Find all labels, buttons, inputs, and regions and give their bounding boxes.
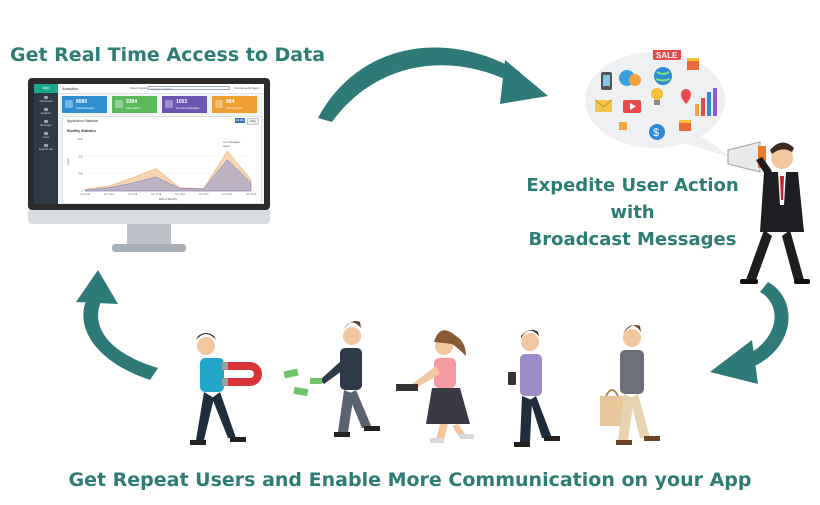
stat-card-users-inactive[interactable]: 884 Users Inactive bbox=[212, 96, 257, 113]
stat-card-users-active[interactable]: 9394 Users Active bbox=[112, 96, 157, 113]
y-axis-label: Count bbox=[66, 158, 70, 165]
arrow-top-curve bbox=[318, 47, 548, 122]
smartphone-icon bbox=[601, 72, 612, 90]
users-icon bbox=[215, 100, 223, 108]
lightbulb-icon bbox=[651, 88, 663, 105]
monitor-stand-neck bbox=[127, 224, 171, 246]
y-tick-label: 1200 bbox=[77, 137, 83, 141]
x-tick-label: Aug 2018 bbox=[80, 193, 91, 196]
chat-icon bbox=[619, 70, 641, 86]
stat-value: 8080 bbox=[76, 99, 88, 105]
monitor-chin bbox=[28, 210, 270, 224]
stat-label: Live Sent Messages bbox=[176, 107, 200, 110]
chat-icon bbox=[165, 100, 173, 108]
sidebar-item-support[interactable]: Support Lab bbox=[34, 144, 58, 151]
stat-card-total-messages[interactable]: 8080 Total Messages bbox=[62, 96, 107, 113]
x-tick-label: Sep 2018 bbox=[104, 193, 115, 196]
dashboard-sidebar: logo Dashboard Analytics Messages Users … bbox=[34, 84, 58, 204]
topbar-user[interactable]: Username Ad Agent bbox=[234, 86, 259, 90]
shop-icon bbox=[687, 58, 699, 70]
sidebar-item-label: Analytics bbox=[40, 112, 52, 115]
dollar-coin-icon: $ bbox=[649, 124, 665, 140]
location-pin-icon bbox=[681, 89, 691, 104]
x-tick-label: Mar 2019 bbox=[246, 193, 257, 196]
bell-icon bbox=[619, 122, 627, 130]
sale-tag-icon: SALE bbox=[653, 50, 681, 60]
stat-label: Total Messages bbox=[76, 107, 95, 110]
svg-text:$: $ bbox=[653, 127, 659, 139]
x-tick-label: Nov 2018 bbox=[151, 193, 162, 196]
arrow-left-curve bbox=[76, 270, 158, 380]
stat-value: 1053 bbox=[176, 99, 188, 105]
sidebar-item-label: Users bbox=[42, 136, 50, 139]
sidebar-item-messages[interactable]: Messages bbox=[34, 120, 58, 127]
bar-chart-icon bbox=[695, 88, 717, 116]
stat-value: 884 bbox=[226, 99, 235, 105]
panel-title: Application Statistics bbox=[67, 119, 99, 123]
monitor-stand-foot bbox=[112, 244, 186, 252]
dashboard-screen: logo Dashboard Analytics Messages Users … bbox=[34, 84, 264, 204]
sidebar-item-label: Support Lab bbox=[38, 148, 54, 151]
chat-icon bbox=[65, 100, 73, 108]
video-play-icon bbox=[623, 100, 641, 113]
daily-button[interactable]: Daily bbox=[247, 118, 259, 125]
y-tick-label: 0 bbox=[82, 189, 84, 193]
users-icon bbox=[115, 100, 123, 108]
panel-subtitle: Monthly Statistics bbox=[67, 129, 97, 133]
sidebar-item-label: Dashboard bbox=[39, 100, 53, 103]
support-icon bbox=[44, 144, 48, 147]
stat-value: 9394 bbox=[126, 99, 138, 105]
heading-real-time-access: Get Real Time Access to Data bbox=[10, 44, 326, 66]
topbar-title: Analytics bbox=[62, 86, 79, 91]
heading-line-3: Broadcast Messages bbox=[528, 229, 737, 250]
statistics-panel: Application Statistics Monthly Daily Mon… bbox=[62, 116, 262, 204]
mail-icon bbox=[594, 99, 613, 112]
x-axis-label: Date of Monthly bbox=[159, 197, 178, 201]
monitor-frame: logo Dashboard Analytics Messages Users … bbox=[28, 78, 270, 210]
users-icon bbox=[44, 132, 48, 135]
sidebar-item-users[interactable]: Users bbox=[34, 132, 58, 139]
stat-card-live-sent[interactable]: 1053 Live Sent Messages bbox=[162, 96, 207, 113]
desktop-monitor: logo Dashboard Analytics Messages Users … bbox=[28, 78, 270, 256]
y-tick-label: 400 bbox=[79, 172, 84, 176]
x-tick-label: Feb 2019 bbox=[222, 193, 233, 196]
legend-entry: Live Messages bbox=[223, 140, 241, 144]
stat-label: Users Inactive bbox=[226, 107, 243, 110]
legend-entry: Users bbox=[223, 144, 230, 148]
shop-icon bbox=[679, 120, 691, 131]
heading-line-2: with bbox=[610, 202, 655, 223]
globe-icon bbox=[654, 67, 672, 85]
x-tick-label: Dec 2018 bbox=[175, 193, 186, 196]
heading-expedite-user-action: Expedite User Action with Broadcast Mess… bbox=[505, 172, 760, 253]
sidebar-item-dashboard[interactable]: Dashboard bbox=[34, 96, 58, 103]
x-tick-label: Jan 2019 bbox=[199, 193, 210, 196]
x-tick-label: Oct 2018 bbox=[128, 193, 138, 196]
app-select-label: Select Application bbox=[130, 86, 154, 90]
dashboard-icon bbox=[44, 96, 48, 99]
app-select-field[interactable]: Agency Analytics bbox=[148, 86, 230, 91]
y-tick-label: 800 bbox=[79, 154, 84, 158]
sidebar-item-label: Messages bbox=[40, 124, 52, 127]
heading-line-1: Expedite User Action bbox=[526, 175, 739, 196]
area-series-1 bbox=[84, 159, 252, 192]
monthly-button[interactable]: Monthly bbox=[235, 118, 245, 123]
stat-label: Users Active bbox=[126, 107, 141, 110]
analytics-icon bbox=[44, 108, 48, 111]
broadcast-speech-bubble: SALE $ bbox=[585, 50, 733, 158]
sidebar-item-analytics[interactable]: Analytics bbox=[34, 108, 58, 115]
arrow-right-curve bbox=[710, 282, 789, 384]
sale-tag-text: SALE bbox=[656, 51, 678, 60]
heading-repeat-users: Get Repeat Users and Enable More Communi… bbox=[68, 469, 752, 491]
messages-icon bbox=[44, 120, 48, 123]
dashboard-topbar: Analytics Select Application Agency Anal… bbox=[58, 84, 264, 94]
sidebar-logo: logo bbox=[34, 84, 58, 93]
